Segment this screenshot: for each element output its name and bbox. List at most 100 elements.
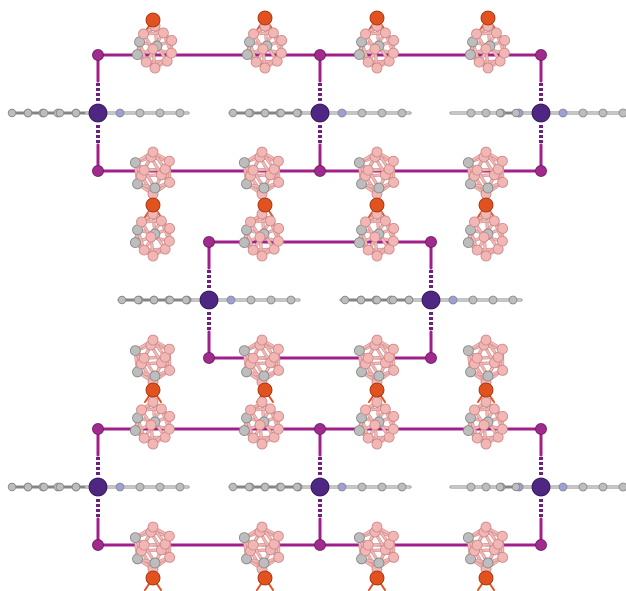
iodine-atom (203, 352, 215, 364)
boron-atom (250, 56, 262, 68)
boron-atom (387, 47, 399, 59)
boron-atom (371, 396, 383, 408)
carbon-atom (149, 295, 159, 305)
boron-atom (469, 404, 480, 416)
oxygen-atom (369, 570, 385, 586)
carbon-atom (129, 532, 141, 544)
boron-atom (371, 334, 383, 346)
boron-atom (496, 530, 508, 542)
oxygen-atom (369, 382, 385, 398)
boron-atom (388, 34, 400, 46)
carbon-atom (488, 295, 498, 305)
carbon-atom (373, 557, 385, 569)
carbon-atom (258, 370, 270, 382)
metal-atom (88, 103, 108, 123)
boron-atom (245, 216, 256, 228)
boron-atom (360, 404, 371, 416)
carbon-atom (508, 295, 518, 305)
boron-atom (379, 27, 391, 39)
carbon-atom (357, 482, 367, 492)
iodine-atom (535, 49, 547, 61)
carbon-atom (462, 157, 474, 169)
carbon-atom (578, 482, 588, 492)
boron-atom (164, 364, 176, 376)
boron-atom (155, 215, 167, 227)
metal-atom (88, 477, 108, 497)
carborane-cage-18 (353, 396, 400, 450)
boron-atom (371, 146, 383, 158)
carbon-atom (135, 482, 145, 492)
boron-atom (247, 432, 259, 444)
boron-atom (360, 28, 371, 40)
boron-atom (369, 231, 381, 243)
carbon-atom (481, 482, 491, 492)
carbon-atom (131, 49, 143, 61)
carbon-atom (175, 108, 185, 118)
carbon-atom (377, 482, 387, 492)
boron-atom (480, 334, 492, 346)
boron-atom (471, 539, 483, 551)
boron-atom (471, 244, 483, 256)
boron-atom (387, 155, 399, 167)
boron-atom (272, 155, 284, 167)
carborane-cage-10 (353, 208, 400, 262)
boron-atom (388, 364, 400, 376)
boron-atom (256, 521, 268, 533)
boron-atom (490, 27, 502, 39)
boron-atom (259, 62, 271, 74)
carbon-atom (276, 482, 286, 492)
boron-atom (388, 176, 400, 188)
boron-atom (164, 176, 176, 188)
carbon-atom (373, 182, 385, 194)
oxygen-atom (257, 570, 273, 586)
boron-atom (256, 334, 268, 346)
boron-atom (273, 551, 285, 563)
iodine-atom (92, 423, 104, 435)
iodine-atom (92, 49, 104, 61)
iodine-atom (314, 423, 326, 435)
carbon-atom (238, 425, 250, 437)
boron-atom (362, 539, 374, 551)
boron-atom (496, 155, 508, 167)
carbon-atom (155, 108, 165, 118)
oxygen-atom (478, 570, 494, 586)
carbon-atom (7, 482, 17, 492)
boron-atom (256, 438, 268, 450)
boron-atom (254, 231, 266, 243)
boron-atom (145, 419, 157, 431)
carbon-atom (353, 157, 365, 169)
carbon-atom (238, 237, 250, 249)
boron-atom (138, 352, 150, 364)
iodine-atom (203, 236, 215, 248)
oxygen-atom (145, 382, 161, 398)
carbon-atom (353, 345, 365, 357)
carbon-atom (464, 49, 476, 61)
carbon-atom (511, 482, 521, 492)
oxygen-atom (478, 197, 494, 213)
carborane-cage-3 (464, 20, 511, 74)
carbon-atom (266, 295, 276, 305)
carborane-cage-4 (129, 146, 176, 200)
carbon-atom (7, 108, 17, 118)
boron-atom (362, 164, 374, 176)
boron-atom (164, 410, 176, 422)
boron-atom (387, 343, 399, 355)
oxygen-atom (257, 382, 273, 398)
carbon-atom (481, 108, 491, 118)
boron-atom (138, 28, 149, 40)
nitrogen-atom (115, 108, 125, 118)
metal-atom (531, 477, 551, 497)
carbon-atom (258, 557, 270, 569)
boron-atom (480, 250, 492, 262)
carbon-atom (149, 370, 161, 382)
carborane-cage-0 (131, 20, 178, 74)
nitrogen-atom (337, 482, 347, 492)
boron-atom (478, 419, 490, 431)
boron-atom (272, 343, 284, 355)
carbon-atom (258, 182, 270, 194)
carbon-atom (377, 108, 387, 118)
carbon-atom (260, 108, 270, 118)
boron-atom (138, 164, 150, 176)
iodine-atom (535, 539, 547, 551)
